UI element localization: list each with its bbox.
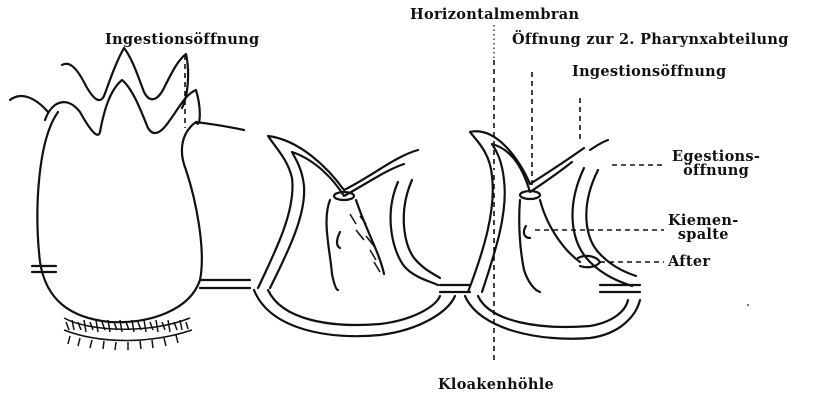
stolon xyxy=(200,280,640,339)
left-zooid-arm-left xyxy=(10,96,48,112)
left-zooid-outer-siphon xyxy=(45,80,200,135)
label-egestion-line2: öffnung xyxy=(672,164,760,178)
middle-zooid-gill-1 xyxy=(337,232,340,248)
stolon-loop-1 xyxy=(254,290,455,336)
label-horizontal-membrane: Horizontalmembran xyxy=(410,8,579,23)
left-zooid-inner-siphon xyxy=(62,48,188,108)
left-zooid xyxy=(10,48,244,350)
middle-zooid-sack-right xyxy=(356,200,384,274)
right-zooid-right-wall2 xyxy=(586,170,636,276)
right-zooid-outer xyxy=(468,131,584,292)
middle-zooid xyxy=(258,136,440,290)
right-zooid-sack xyxy=(519,200,540,292)
middle-zooid-right-wall xyxy=(391,182,438,285)
label-egestion: Egestions- öffnung xyxy=(672,150,760,178)
stolon-loop-2-inner xyxy=(478,296,628,327)
label-ingestion-left: Ingestionsöffnung xyxy=(105,33,259,48)
left-zooid-arm-right xyxy=(196,122,244,130)
label-gill-slit: Kiemen- spalte xyxy=(668,214,739,242)
left-zooid-body-outline xyxy=(37,112,201,322)
label-gill-line2: spalte xyxy=(668,228,739,242)
right-zooid-egestion-lip xyxy=(590,140,608,150)
middle-zooid-right-wall2 xyxy=(404,180,440,278)
right-zooid-gill xyxy=(524,226,530,238)
label-anus: After xyxy=(668,255,710,270)
stolon-loop-1-inner xyxy=(268,290,440,325)
right-zooid-right-wall xyxy=(573,168,632,286)
middle-zooid-gill-hatch xyxy=(350,214,380,272)
label-cloacal-cavity: Kloakenhöhle xyxy=(438,378,554,393)
label-ingestion-right: Ingestionsöffnung xyxy=(572,65,726,80)
stray-dot xyxy=(747,304,749,306)
label-pharynx-opening: Öffnung zur 2. Pharynxabteilung xyxy=(512,33,789,48)
